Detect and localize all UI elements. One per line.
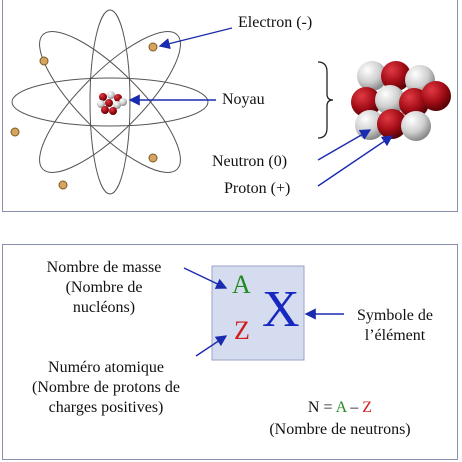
- orbit-diagonal-b: [39, 31, 181, 173]
- electron-dot: [39, 56, 49, 66]
- neutron-label: Neutron (0): [212, 153, 288, 170]
- atomic-number-label: Numéro atomique (Nombre de protons de ch…: [32, 359, 180, 416]
- orbit-horizontal: [11, 77, 209, 127]
- neutron-formula: N = A – Z (Nombre de neutrons): [269, 399, 411, 438]
- mass-number-a: A: [232, 270, 251, 299]
- electron-arrow: [158, 27, 233, 50]
- element-symbol-x: X: [262, 281, 300, 338]
- atom-arrows: [128, 27, 394, 187]
- neutron-arrow: [317, 129, 372, 161]
- notation-arrows: [183, 267, 344, 357]
- mass-arrow: [183, 267, 228, 289]
- noyau-label: Noyau: [222, 91, 265, 108]
- element-symbol-label: Symbole de l’élément: [357, 307, 433, 344]
- electrons: [10, 42, 158, 190]
- notation-box: [211, 265, 305, 361]
- electron-dot: [10, 127, 20, 137]
- mass-number-label: Nombre de masse (Nombre de nucléons): [46, 259, 162, 316]
- orbit-diagonal-a: [39, 31, 181, 173]
- proton-label: Proton (+): [224, 180, 291, 197]
- electron-dot: [148, 42, 158, 52]
- proton-arrow: [317, 135, 394, 187]
- electron-dot: [148, 153, 158, 163]
- atomic-arrow: [195, 335, 228, 357]
- electron-dot: [58, 180, 68, 190]
- electron-label: Electron (-): [238, 14, 313, 31]
- small-nucleus: [97, 91, 127, 115]
- atomic-number-z: Z: [234, 316, 250, 345]
- nucleus-brace: [317, 61, 334, 139]
- large-nucleus: [351, 61, 451, 141]
